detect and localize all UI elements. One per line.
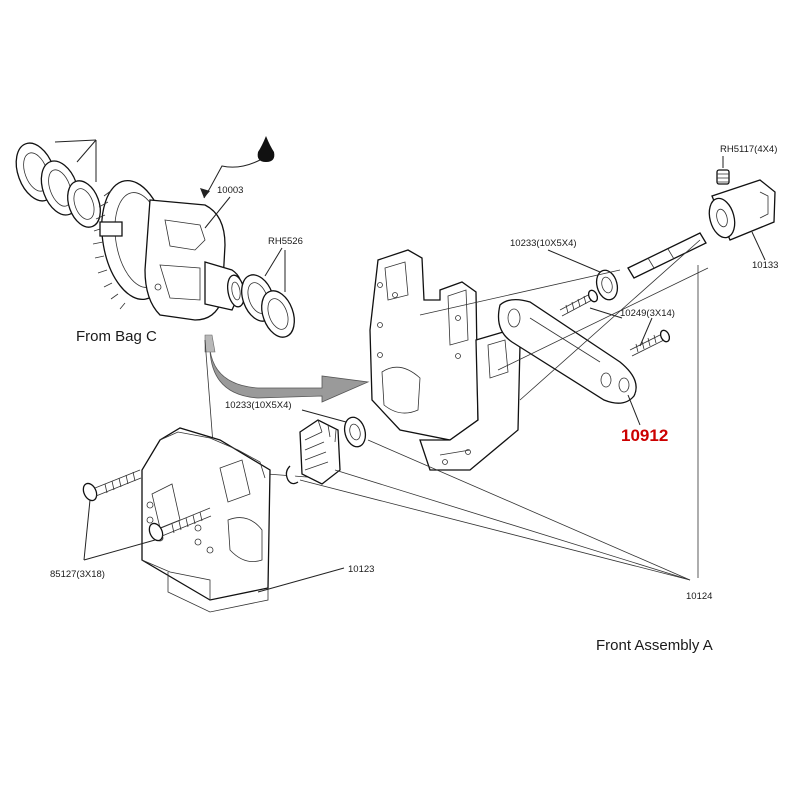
label-front-assembly-a: Front Assembly A — [596, 637, 713, 654]
screw-10249-lower — [629, 329, 671, 357]
label-10123: 10123 — [348, 564, 374, 575]
bearing-10233-top — [595, 269, 619, 301]
set-screw-rh5117 — [716, 169, 730, 185]
pinion-gear — [299, 419, 341, 485]
label-rh5526: RH5526 — [268, 236, 303, 247]
label-from-bag-c: From Bag C — [76, 328, 157, 345]
gearbox-bulkhead — [369, 249, 521, 471]
shim-washer-stack — [15, 139, 101, 228]
label-10233-top: 10233(10X5X4) — [510, 238, 577, 249]
label-rh5117: RH5117(4X4) — [720, 144, 777, 155]
oil-drop-icon — [200, 136, 275, 199]
outdrive-cup-10133 — [708, 179, 776, 241]
screw-85127-upper — [82, 469, 142, 502]
bearing-10233-mid — [343, 416, 367, 448]
arm-part-10912 — [497, 298, 637, 404]
label-10233-mid: 10233(10X5X4) — [225, 400, 292, 411]
label-10912: 10912 — [621, 426, 668, 445]
output-shaft — [627, 232, 707, 279]
differential-assembly — [92, 180, 246, 321]
label-10003: 10003 — [217, 185, 243, 196]
screw-85127-lower — [148, 507, 212, 542]
rh5526-washers — [241, 247, 295, 338]
gearbox-cover-10123 — [141, 427, 271, 613]
curved-arrow-icon — [204, 334, 370, 403]
ring-gear-teeth — [92, 189, 126, 310]
screw-10249-upper — [559, 289, 599, 317]
label-10124: 10124 — [686, 591, 712, 602]
label-10249: 10249(3X14) — [620, 308, 675, 319]
label-10133: 10133 — [752, 260, 778, 271]
e-clip — [285, 465, 299, 485]
label-85127: 85127(3X18) — [50, 569, 105, 580]
